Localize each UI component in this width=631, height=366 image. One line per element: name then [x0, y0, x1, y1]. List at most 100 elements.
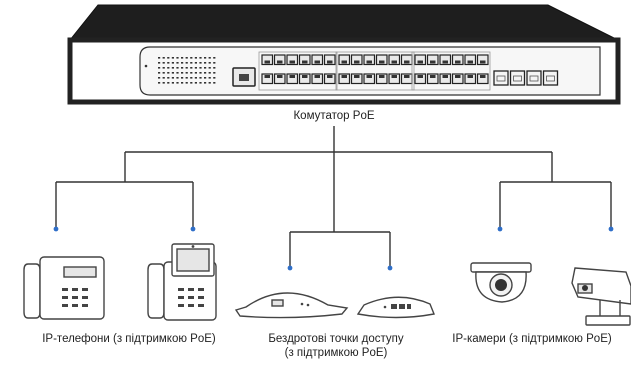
switch-rj45-port-clip: [430, 75, 436, 78]
switch-led: [158, 57, 161, 59]
switch-led: [171, 62, 174, 64]
switch-rj45-port-clip: [327, 75, 333, 78]
switch-led: [181, 72, 184, 74]
dome-camera-icon: [470, 262, 532, 303]
switch-led: [185, 77, 188, 79]
switch-rj45-port: [273, 54, 286, 66]
switch-rj45-port: [464, 73, 477, 85]
switch-rj45-port: [261, 73, 274, 85]
switch-led: [194, 77, 197, 79]
switch-led: [167, 82, 170, 84]
switch-rj45-port-clip: [404, 60, 410, 64]
switch-led: [204, 57, 207, 59]
switch-led: [176, 77, 179, 79]
access-points-sublabel: (з підтримкою PoE): [284, 347, 388, 359]
poe-switch-icon: [67, 4, 621, 105]
switch-port-group: [411, 51, 491, 91]
switch-led: [185, 82, 188, 84]
switch-led: [167, 67, 170, 69]
switch-led: [199, 67, 202, 69]
switch-rj45-port-clip: [341, 60, 347, 64]
switch-led: [199, 57, 202, 59]
switch-led: [208, 62, 211, 64]
switch-led: [190, 57, 193, 59]
switch-rj45-port: [350, 73, 363, 85]
switch-led: [190, 67, 193, 69]
switch-led: [213, 72, 216, 74]
switch-status-led: [144, 64, 148, 68]
switch-led: [199, 62, 202, 64]
switch-sfp-port: [542, 70, 559, 86]
switch-rj45-port: [451, 54, 464, 66]
switch-rj45-port-clip: [455, 75, 461, 78]
switch-led: [194, 72, 197, 74]
switch-led: [190, 77, 193, 79]
switch-led: [199, 82, 202, 84]
cameras-label: IP-камери (з підтримкою PoE): [452, 333, 612, 345]
switch-led: [199, 77, 202, 79]
switch-rj45-port: [363, 73, 376, 85]
switch-rj45-ports: [258, 51, 491, 91]
switch-led: [194, 57, 197, 59]
switch-led: [194, 82, 197, 84]
switch-led: [208, 82, 211, 84]
switch-rj45-port-clip: [264, 75, 270, 78]
switch-rj45-port-clip: [366, 60, 372, 64]
switch-rj45-port-clip: [379, 60, 385, 64]
switch-rj45-port: [286, 54, 299, 66]
switch-label: Комутатор PoE: [293, 110, 375, 122]
switch-rj45-port: [261, 54, 274, 66]
switch-rj45-port: [286, 73, 299, 85]
switch-led-grid: [144, 57, 216, 84]
bullet-camera-icon: [571, 267, 631, 326]
switch-rj45-port-clip: [467, 60, 473, 64]
switch-rj45-port-clip: [480, 60, 486, 64]
switch-led: [158, 62, 161, 64]
switch-rj45-port-clip: [404, 75, 410, 78]
switch-console-port: [232, 67, 256, 87]
switch-rj45-port-clip: [289, 60, 295, 64]
wireless-ap-small-icon: [356, 296, 435, 319]
switch-rj45-port-clip: [277, 75, 283, 78]
switch-port-group: [335, 51, 415, 91]
switch-sfp-port-slot: [496, 75, 506, 82]
switch-rj45-port: [311, 73, 324, 85]
switch-led: [194, 62, 197, 64]
switch-led: [171, 77, 174, 79]
switch-led: [204, 72, 207, 74]
switch-led: [158, 82, 161, 84]
switch-rj45-port: [375, 54, 388, 66]
switch-rj45-port-clip: [430, 60, 436, 64]
phones-label: IP-телефони (з підтримкою PoE): [42, 333, 216, 345]
switch-led: [167, 72, 170, 74]
switch-sfp-port: [509, 70, 526, 86]
switch-rj45-port-clip: [467, 75, 473, 78]
switch-rj45-port: [363, 54, 376, 66]
switch-rj45-port-clip: [314, 75, 320, 78]
ip-phone-icon: [23, 256, 105, 320]
switch-rj45-port-clip: [391, 60, 397, 64]
switch-led: [213, 82, 216, 84]
switch-led: [176, 72, 179, 74]
switch-led: [181, 57, 184, 59]
switch-led: [204, 67, 207, 69]
switch-led: [208, 72, 211, 74]
switch-led: [213, 57, 216, 59]
switch-led: [181, 67, 184, 69]
switch-rj45-port: [273, 73, 286, 85]
switch-sfp-port-slot: [529, 75, 539, 82]
switch-sfp-port-slot: [513, 75, 522, 82]
switch-led: [171, 67, 174, 69]
switch-led: [185, 57, 188, 59]
switch-rj45-port: [350, 54, 363, 66]
switch-led: [185, 72, 188, 74]
switch-rj45-port: [414, 73, 427, 85]
switch-led: [185, 62, 188, 64]
switch-rj45-port: [451, 73, 464, 85]
switch-rj45-port-clip: [379, 75, 385, 78]
switch-led: [162, 57, 165, 59]
switch-rj45-port: [338, 54, 351, 66]
connection-lines: [55, 126, 612, 266]
switch-rj45-port-clip: [277, 60, 283, 64]
switch-sfp-port: [526, 70, 542, 86]
